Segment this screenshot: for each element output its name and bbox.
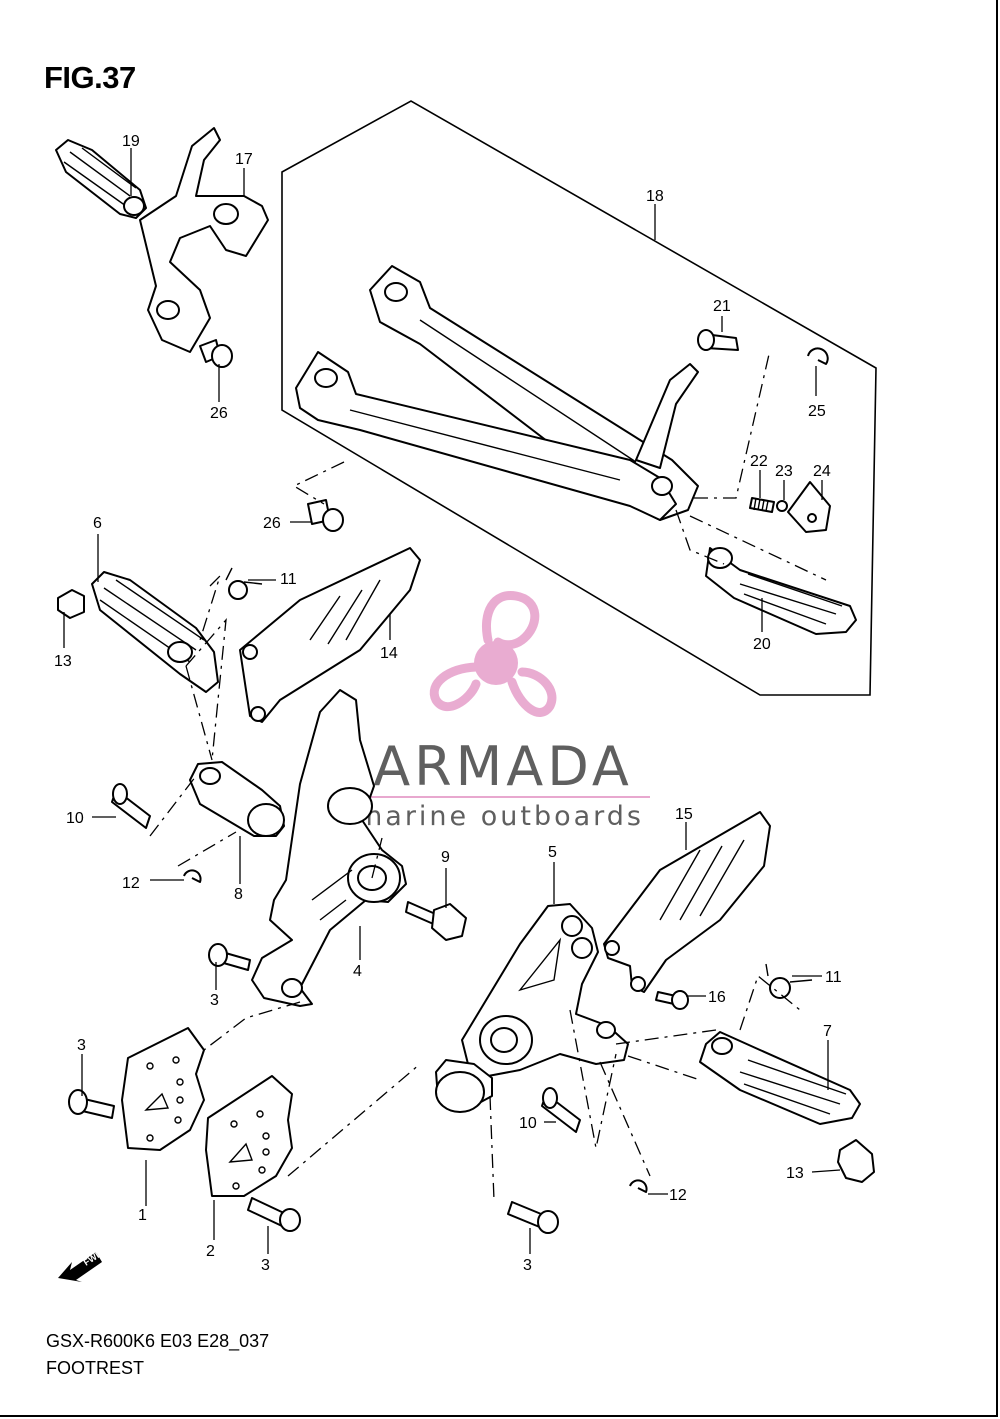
- return-spring-right: [765, 963, 813, 999]
- footrest-plate-1: [121, 1027, 205, 1151]
- watermark-brand: ARMADA: [373, 735, 633, 798]
- callout-21: 21: [713, 298, 731, 315]
- bolt-3-upper-left: [208, 943, 251, 971]
- callout-3-left: 3: [77, 1037, 86, 1054]
- return-spring-left: [225, 567, 263, 600]
- callout-23: 23: [775, 463, 793, 480]
- peg-stopper-left: [57, 589, 85, 619]
- callout-24: 24: [813, 463, 831, 480]
- callout-4: 4: [353, 963, 362, 980]
- e-clip-left: [183, 869, 202, 883]
- callout-19: 19: [122, 133, 140, 150]
- bolt-3-lower-right: [507, 1201, 559, 1234]
- rear-footpeg: [705, 547, 857, 635]
- front-right-footpeg: [699, 1031, 861, 1125]
- callout-13-right: 13: [786, 1165, 804, 1182]
- rear-e-clip: [807, 347, 829, 365]
- bolt-26-middle: [307, 499, 344, 532]
- peg-holder-left: [189, 761, 285, 837]
- rear-kit-box: [281, 100, 877, 696]
- callout-11-right: 11: [825, 969, 842, 986]
- watermark-tagline: marine outboards: [356, 801, 644, 832]
- pin-10-right: [541, 1087, 581, 1133]
- detent-ball: [776, 500, 788, 512]
- bolt-16: [655, 990, 689, 1010]
- callout-10-right: 10: [519, 1115, 537, 1132]
- rear-left-bracket: [139, 127, 269, 353]
- front-left-bracket: [251, 689, 407, 1007]
- peg-holder-right: [435, 1059, 493, 1113]
- callout-14: 14: [380, 645, 398, 662]
- rear-left-footpeg: [55, 139, 147, 219]
- bolt-3-lower-left: [68, 1089, 115, 1119]
- callout-18: 18: [646, 188, 664, 205]
- fwd-arrow-icon: FWD: [58, 1248, 105, 1282]
- callout-9: 9: [441, 849, 450, 866]
- heel-guard-left: [239, 547, 421, 723]
- callout-15: 15: [675, 806, 693, 823]
- callout-2: 2: [206, 1243, 215, 1260]
- front-right-bracket: [461, 903, 629, 1077]
- callout-26-middle: 26: [263, 515, 281, 532]
- pin-10-left: [111, 783, 151, 829]
- callout-numbers: 19 17 18 21 25 22 23 24 20 26 26 6 13 11…: [54, 133, 842, 1274]
- callout-12-right: 12: [669, 1187, 687, 1204]
- footrest-plate-2: [205, 1075, 293, 1197]
- figure-title: FIG.37: [44, 60, 136, 95]
- detent-spring: [749, 497, 775, 513]
- callout-25: 25: [808, 403, 826, 420]
- bolt-26-top: [199, 339, 233, 368]
- peg-stopper-right: [837, 1139, 875, 1183]
- rear-pin: [697, 329, 739, 351]
- callout-13-left: 13: [54, 653, 72, 670]
- callout-17: 17: [235, 151, 253, 168]
- callout-11-left: 11: [280, 571, 297, 588]
- callout-20: 20: [753, 636, 771, 653]
- callout-26-top: 26: [210, 405, 228, 422]
- callout-3-upper: 3: [210, 992, 219, 1009]
- bolt-9: [405, 901, 467, 941]
- front-left-footpeg: [91, 571, 219, 693]
- callout-6: 6: [93, 515, 102, 532]
- callout-3-plate: 3: [261, 1257, 270, 1274]
- heel-guard-right: [603, 811, 771, 993]
- callout-3-right: 3: [523, 1257, 532, 1274]
- model-code: GSX-R600K6 E03 E28_037: [46, 1331, 270, 1351]
- rear-footrest-bracket: [295, 265, 699, 521]
- callout-12-left: 12: [122, 875, 140, 892]
- armada-logo-icon: [429, 591, 557, 717]
- e-clip-right: [629, 1179, 648, 1193]
- callout-16: 16: [708, 989, 726, 1006]
- callout-1: 1: [138, 1207, 147, 1224]
- bolt-3-plate: [247, 1197, 301, 1232]
- callout-22: 22: [750, 453, 768, 470]
- callout-7: 7: [823, 1023, 832, 1040]
- callout-5: 5: [548, 844, 557, 861]
- callout-10-left: 10: [66, 810, 84, 827]
- assembly-name: FOOTREST: [46, 1358, 144, 1378]
- alignment-lines: [149, 349, 827, 1201]
- detent-plate: [787, 481, 831, 533]
- leader-lines: [63, 148, 841, 1254]
- callout-8: 8: [234, 886, 243, 903]
